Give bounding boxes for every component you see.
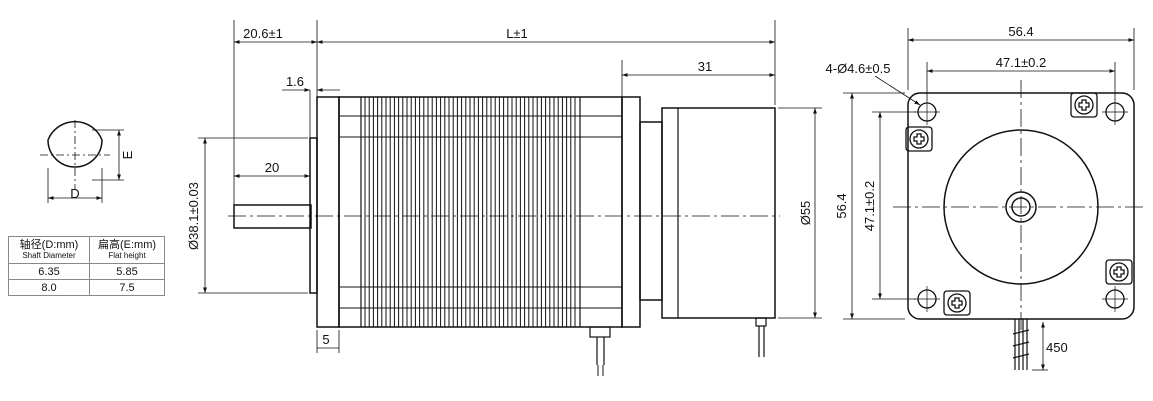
screw-heads <box>905 92 1133 316</box>
table-cell: 7.5 <box>89 279 165 296</box>
header-shaft-diameter: 轴径(D:mm) Shaft Diameter <box>8 236 90 264</box>
dim-31: 31 <box>698 59 712 74</box>
header-subtitle: Shaft Diameter <box>22 250 76 260</box>
table-header-row: 轴径(D:mm) Shaft Diameter 扁高(E:mm) Flat he… <box>8 236 165 264</box>
motor-side-view <box>198 20 822 376</box>
header-subtitle: Flat height <box>108 250 146 260</box>
shaft-section-view <box>40 120 124 203</box>
motor-front-view <box>843 28 1143 371</box>
table-row: 6.35 5.85 <box>8 263 165 280</box>
dim-mount-holes: 4-Ø4.6±0.5 <box>826 61 891 76</box>
shaft-spec-table: 轴径(D:mm) Shaft Diameter 扁高(E:mm) Flat he… <box>8 236 165 296</box>
dim-flange-width: 56.4 <box>1008 24 1033 39</box>
table-row: 8.0 7.5 <box>8 279 165 296</box>
dim-pilot-diameter: Ø38.1±0.03 <box>186 182 201 250</box>
dim-length-l: L±1 <box>506 26 528 41</box>
table-cell: 6.35 <box>8 263 90 280</box>
dim-flange-height: 56.4 <box>834 193 849 218</box>
dim-5: 5 <box>322 332 329 347</box>
dim-20-6: 20.6±1 <box>243 26 283 41</box>
table-cell: 5.85 <box>89 263 165 280</box>
dim-hole-spacing-v: 47.1±0.2 <box>862 181 877 232</box>
header-title: 扁高(E:mm) <box>97 239 157 252</box>
header-title: 轴径(D:mm) <box>19 239 79 252</box>
dim-hole-spacing-h: 47.1±0.2 <box>996 55 1047 70</box>
lead-cable <box>1012 319 1030 370</box>
table-cell: 8.0 <box>8 279 90 296</box>
dim-lead-length: 450 <box>1046 340 1068 355</box>
dim-1-6: 1.6 <box>286 74 304 89</box>
label-d: D <box>70 186 79 201</box>
dim-body-diameter: Ø55 <box>798 201 813 226</box>
dim-20: 20 <box>265 160 279 175</box>
label-e: E <box>120 150 135 159</box>
header-flat-height: 扁高(E:mm) Flat height <box>89 236 165 264</box>
